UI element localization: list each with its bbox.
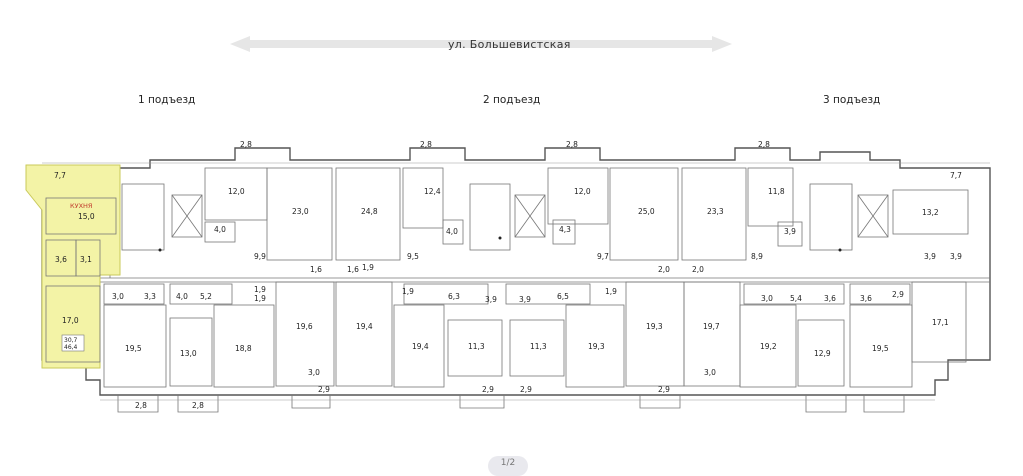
mid-area-2: 9,9 xyxy=(254,252,266,261)
street-label: ул. Большевистская xyxy=(448,38,571,51)
top-area-3: 24,8 xyxy=(361,207,378,216)
mid-area-14: 1,9 xyxy=(254,294,266,303)
top-area-2: 23,0 xyxy=(292,207,309,216)
mid-area-30: 3,0 xyxy=(112,292,124,301)
top-area-4: 12,4 xyxy=(424,187,441,196)
mid-area-19: 1,9 xyxy=(402,287,414,296)
stair-core-3 xyxy=(809,183,889,252)
bottom-area-4: 19,6 xyxy=(296,322,313,331)
mid-area-17: 3,9 xyxy=(519,295,531,304)
mid-area-16: 3,9 xyxy=(485,295,497,304)
bottom-area-1: 19,5 xyxy=(125,344,142,353)
mid-area-10: 3,9 xyxy=(950,252,962,261)
mid-area-12: 5,2 xyxy=(200,292,212,301)
entrance-3-label: 3 подъезд xyxy=(823,94,880,106)
mid-area-27: 1,9 xyxy=(362,263,374,272)
mid-area-32: 3,0 xyxy=(761,294,773,303)
mid-area-20: 1,9 xyxy=(605,287,617,296)
mid-area-26: 1,6 xyxy=(347,265,359,274)
stair-core-1 xyxy=(121,183,203,252)
bottom-area-11: 19,7 xyxy=(703,322,720,331)
mid-area-4: 4,0 xyxy=(446,227,458,236)
kitchen-label: КУХНЯ xyxy=(70,202,92,210)
bottom-area-2: 13,0 xyxy=(180,349,197,358)
balcony-area-5: 2,8 xyxy=(566,140,578,149)
top-room-walls xyxy=(204,167,969,261)
balcony-area-3: 2,8 xyxy=(240,140,252,149)
balcony-area-12: 3,0 xyxy=(704,368,716,377)
bath-b-area: 3,1 xyxy=(80,255,92,264)
entrance-2-label: 2 подъезд xyxy=(483,94,540,106)
mid-area-13: 1,9 xyxy=(254,285,266,294)
mid-area-29: 2,0 xyxy=(692,265,704,274)
top-area-10: 7,7 xyxy=(950,171,962,180)
balcony-area-8: 2,9 xyxy=(482,385,494,394)
mid-area-11: 4,0 xyxy=(176,292,188,301)
room-area: 17,0 xyxy=(62,316,79,325)
mid-area-22: 3,6 xyxy=(824,294,836,303)
stair-core-2 xyxy=(469,183,546,251)
mid-area-9: 3,9 xyxy=(924,252,936,261)
mid-area-8: 3,9 xyxy=(784,227,796,236)
mid-area-31: 3,3 xyxy=(144,292,156,301)
page-indicator[interactable]: 1/2 xyxy=(488,456,528,476)
bottom-area-8: 11,3 xyxy=(530,342,547,351)
total-area: 46,4 xyxy=(64,344,78,351)
bottom-area-7: 11,3 xyxy=(468,342,485,351)
balcony-area-11: 3,0 xyxy=(308,368,320,377)
balcony-area-1: 2,8 xyxy=(135,401,147,410)
bottom-area-6: 19,4 xyxy=(412,342,429,351)
highlight-zone xyxy=(25,164,121,369)
mid-area-28: 2,0 xyxy=(658,265,670,274)
bottom-area-5: 19,4 xyxy=(356,322,373,331)
balcony-area-9: 2,9 xyxy=(520,385,532,394)
mid-area-6: 9,7 xyxy=(597,252,609,261)
mid-area-21: 5,4 xyxy=(790,294,802,303)
mid-area-24: 2,9 xyxy=(892,290,904,299)
mid-area-18: 6,5 xyxy=(557,292,569,301)
balcony-area-10: 2,9 xyxy=(658,385,670,394)
balcony-area-2: 2,8 xyxy=(192,401,204,410)
kitchen-area: 15,0 xyxy=(78,212,95,221)
bottom-area-13: 12,9 xyxy=(814,349,831,358)
balcony-area-4: 2,8 xyxy=(420,140,432,149)
balcony-bays xyxy=(117,395,905,413)
bath-a-area: 3,6 xyxy=(55,255,67,264)
top-area-1: 12,0 xyxy=(228,187,245,196)
top-area-6: 25,0 xyxy=(638,207,655,216)
top-area-5: 12,0 xyxy=(574,187,591,196)
bottom-area-10: 19,3 xyxy=(646,322,663,331)
top-area-7: 23,3 xyxy=(707,207,724,216)
bottom-room-walls xyxy=(103,281,967,388)
dimension-lines xyxy=(42,162,990,401)
balcony-area-6: 2,8 xyxy=(758,140,770,149)
bottom-area-14: 19,5 xyxy=(872,344,889,353)
mid-area-1: 4,0 xyxy=(214,225,226,234)
mid-area-3: 9,5 xyxy=(407,252,419,261)
bottom-area-3: 18,8 xyxy=(235,344,252,353)
top-area-9: 13,2 xyxy=(922,208,939,217)
bottom-area-15: 17,1 xyxy=(932,318,949,327)
mid-area-5: 4,3 xyxy=(559,225,571,234)
mid-area-23: 3,6 xyxy=(860,294,872,303)
mid-area-15: 6,3 xyxy=(448,292,460,301)
balcony-area: 7,7 xyxy=(54,171,66,180)
highlighted-apartment[interactable] xyxy=(25,164,121,369)
entrance-1-label: 1 подъезд xyxy=(138,94,195,106)
street-arrow xyxy=(230,36,732,52)
bottom-area-12: 19,2 xyxy=(760,342,777,351)
top-area-8: 11,8 xyxy=(768,187,785,196)
mid-area-7: 8,9 xyxy=(751,252,763,261)
living-area: 30,7 xyxy=(64,337,78,344)
balcony-area-7: 2,9 xyxy=(318,385,330,394)
bottom-area-9: 19,3 xyxy=(588,342,605,351)
mid-area-25: 1,6 xyxy=(310,265,322,274)
